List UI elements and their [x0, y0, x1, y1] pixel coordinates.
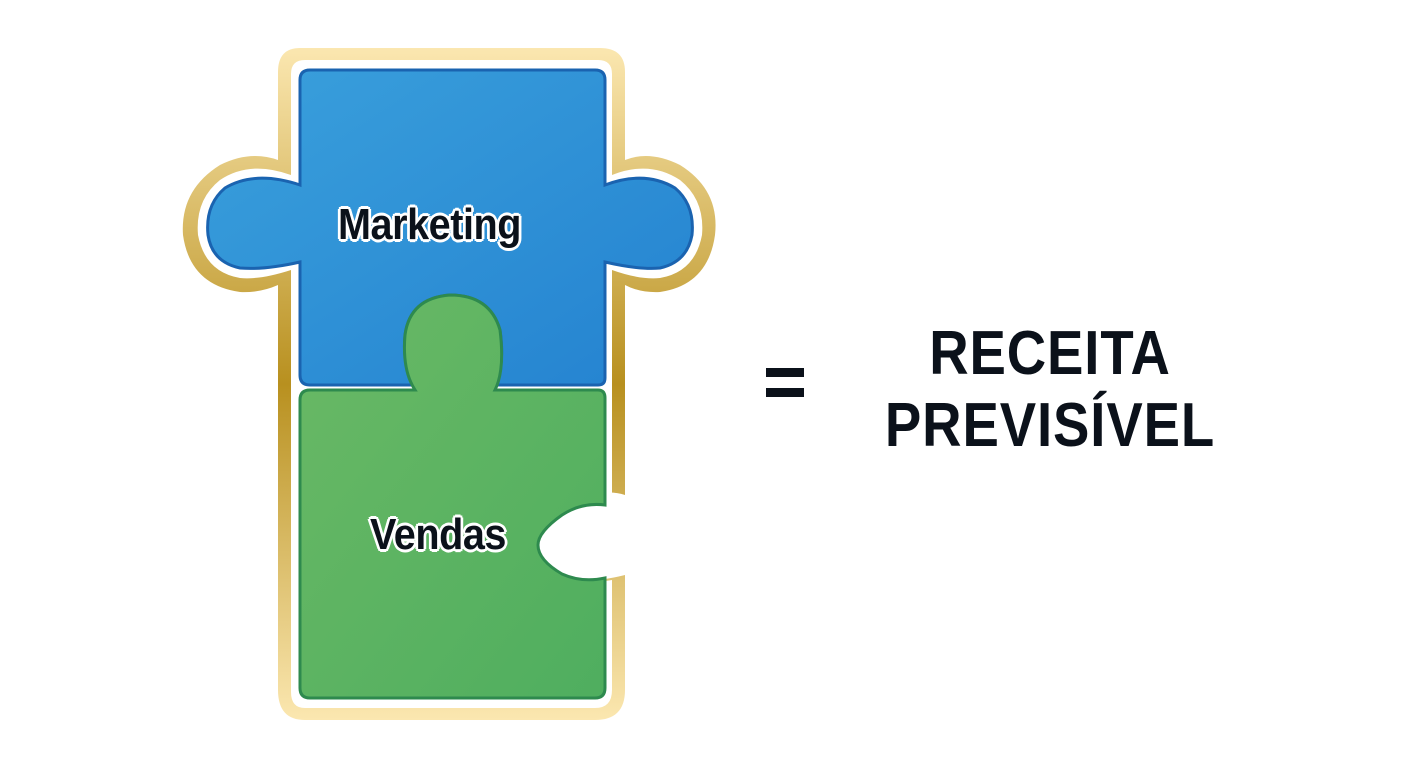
vendas-piece [298, 293, 607, 700]
puzzle-graphic [182, 48, 716, 720]
vendas-label: Vendas [370, 510, 506, 559]
equals-sign [766, 368, 804, 408]
marketing-label: Marketing [338, 200, 521, 249]
result-line-2: PREVISÍVEL [884, 391, 1216, 460]
result-text: RECEITA PREVISÍVEL [883, 318, 1217, 462]
result-line-1: RECEITA [929, 319, 1171, 388]
